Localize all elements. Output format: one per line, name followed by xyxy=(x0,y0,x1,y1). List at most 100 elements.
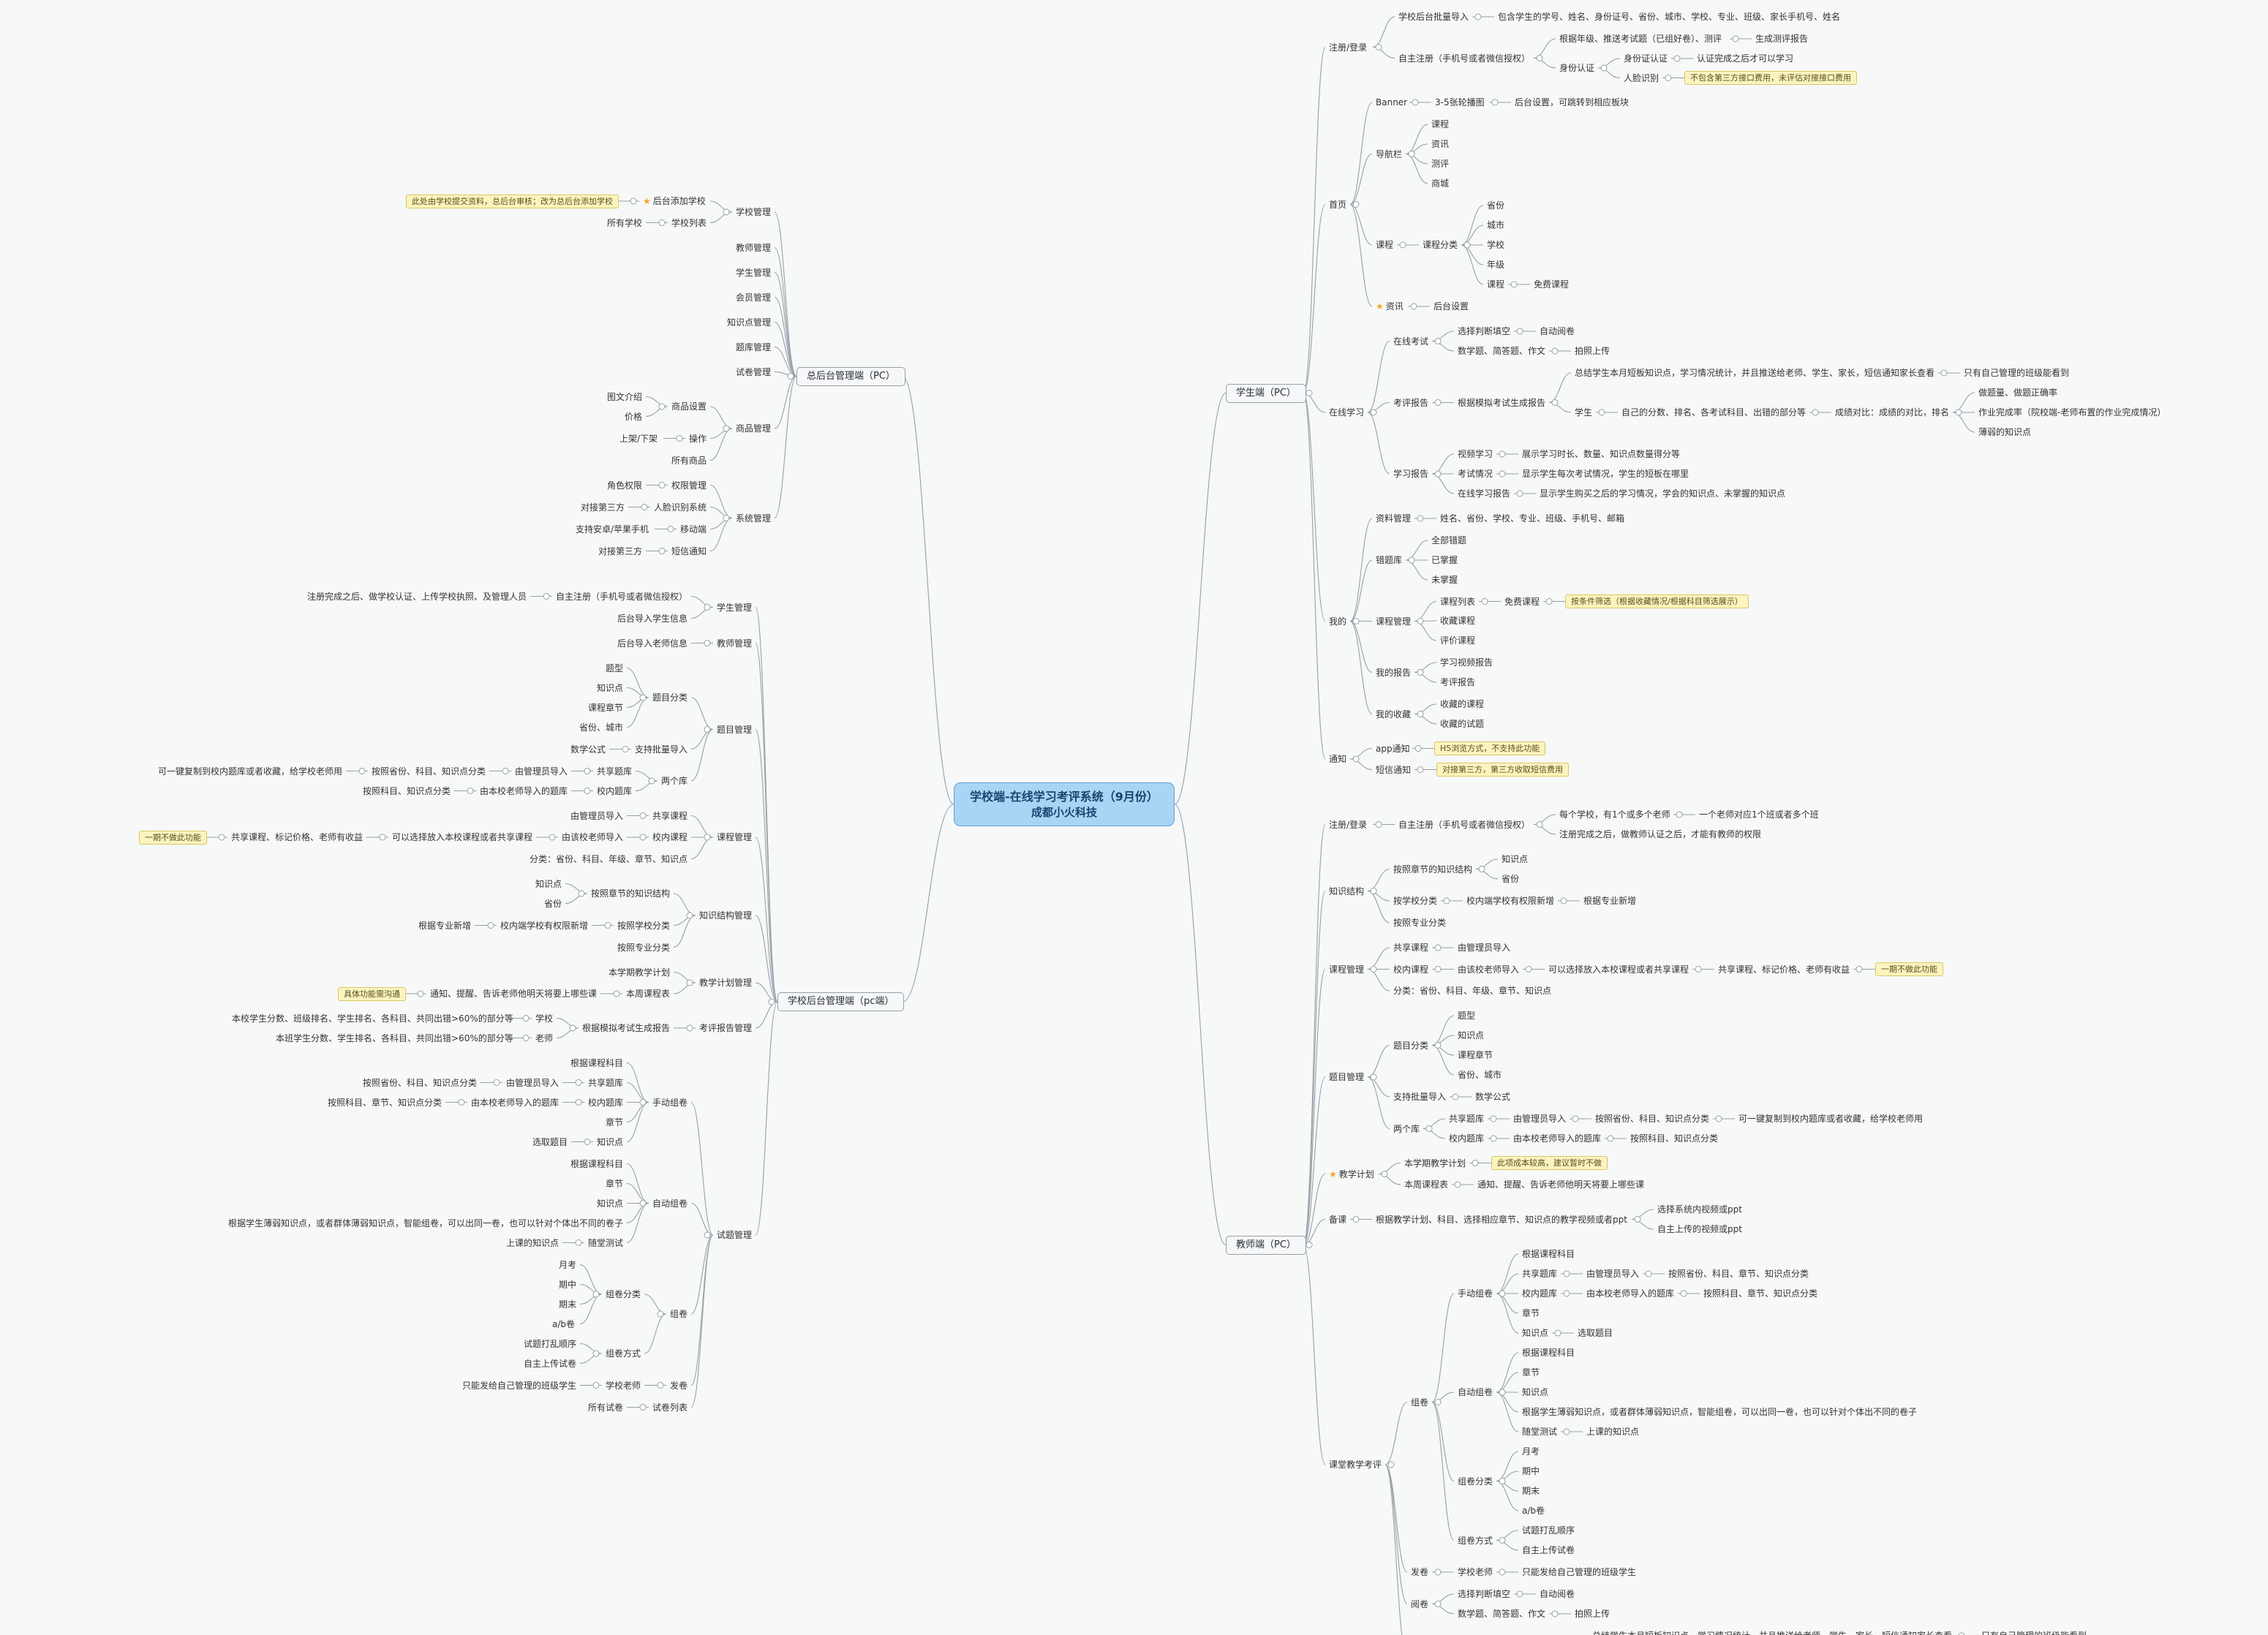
subtopic[interactable]: 知识点 xyxy=(1518,1385,1552,1400)
note-topic[interactable]: 一期不做此功能 xyxy=(1875,962,1943,976)
collapse-toggle-icon[interactable] xyxy=(1306,1242,1313,1248)
subtopic[interactable]: 根据专业新增 xyxy=(415,918,475,933)
subtopic[interactable]: 做题量、做题正确率 xyxy=(1975,385,2061,400)
collapse-toggle-icon[interactable] xyxy=(1408,556,1415,564)
collapse-toggle-icon[interactable] xyxy=(1434,470,1442,477)
subtopic[interactable]: 课程列表 xyxy=(1436,594,1479,609)
subtopic[interactable]: 章节 xyxy=(602,1115,627,1130)
subtopic[interactable]: a/b卷 xyxy=(1518,1503,1548,1518)
subtopic[interactable]: 省份 xyxy=(540,896,565,911)
collapse-toggle-icon[interactable] xyxy=(584,768,591,774)
collapse-toggle-icon[interactable] xyxy=(639,1200,647,1207)
subtopic[interactable]: 对接第三方 xyxy=(577,500,628,515)
subtopic[interactable]: 数学题、简答题、作文 xyxy=(1454,344,1549,358)
subtopic[interactable]: 支持安卓/苹果手机 xyxy=(572,522,652,537)
subtopic[interactable]: 校内端学校有权限新增 xyxy=(1463,894,1558,908)
subtopic[interactable]: 考评报告 xyxy=(1436,675,1479,690)
subtopic[interactable]: 显示学生购买之后的学习情况，学会的知识点、未掌握的知识点 xyxy=(1536,486,1789,501)
subtopic[interactable]: 在线学习 xyxy=(1325,405,1368,420)
collapse-toggle-icon[interactable] xyxy=(1381,1171,1388,1177)
collapse-toggle-icon[interactable] xyxy=(723,515,730,521)
subtopic[interactable]: 选择判断填空 xyxy=(1454,1587,1514,1601)
collapse-toggle-icon[interactable] xyxy=(417,990,424,997)
subtopic[interactable]: 省份、城市 xyxy=(576,720,627,735)
collapse-toggle-icon[interactable] xyxy=(493,1079,500,1086)
collapse-toggle-icon[interactable] xyxy=(458,1099,465,1106)
collapse-toggle-icon[interactable] xyxy=(1474,13,1482,20)
subtopic[interactable]: 数学公式 xyxy=(1472,1090,1514,1104)
subtopic[interactable]: 试卷列表 xyxy=(649,1400,691,1415)
subtopic[interactable]: 身份证认证 xyxy=(1620,51,1671,66)
subtopic[interactable]: 老师 xyxy=(532,1031,557,1046)
subtopic[interactable]: 本校学生分数、班级排名、学生排名、各科目、共同出错>60%的部分等 xyxy=(228,1011,517,1026)
subtopic[interactable]: 根据课程科目 xyxy=(1518,1247,1578,1261)
collapse-toggle-icon[interactable] xyxy=(1607,1135,1614,1142)
collapse-toggle-icon[interactable] xyxy=(1499,1290,1506,1297)
subtopic[interactable]: 每个学校，有1个或多个老师 xyxy=(1556,807,1674,822)
collapse-toggle-icon[interactable] xyxy=(1370,888,1377,894)
subtopic[interactable]: 分类：省份、科目、年级、章节、知识点 xyxy=(526,852,691,866)
collapse-toggle-icon[interactable] xyxy=(787,373,794,380)
collapse-toggle-icon[interactable] xyxy=(487,922,494,929)
subtopic[interactable]: 校内课程 xyxy=(1390,962,1432,977)
collapse-toggle-icon[interactable] xyxy=(704,1231,711,1239)
collapse-toggle-icon[interactable] xyxy=(1525,966,1532,973)
collapse-toggle-icon[interactable] xyxy=(1425,1125,1433,1132)
note-topic[interactable]: 此处由学校提交资料，总后台审核；改为总后台添加学校 xyxy=(406,195,619,208)
subtopic[interactable]: 自己的分数、排名、各考试科目、出错的部分等 xyxy=(1618,405,1809,420)
subtopic[interactable]: 显示学生每次考试情况，学生的短板在哪里 xyxy=(1518,467,1692,481)
collapse-toggle-icon[interactable] xyxy=(575,1099,582,1106)
collapse-toggle-icon[interactable] xyxy=(584,1139,591,1145)
subtopic[interactable]: 课程管理 xyxy=(1325,962,1368,977)
subtopic[interactable]: 校内端学校有权限新增 xyxy=(497,918,592,933)
collapse-toggle-icon[interactable] xyxy=(1499,470,1506,477)
subtopic[interactable]: 校内题库 xyxy=(593,784,636,798)
subtopic[interactable]: 后台设置 xyxy=(1430,299,1472,314)
subtopic[interactable]: 学习报告 xyxy=(1390,467,1432,481)
collapse-toggle-icon[interactable] xyxy=(1463,241,1471,249)
subtopic[interactable]: 本周课程表 xyxy=(622,986,674,1001)
collapse-toggle-icon[interactable] xyxy=(1443,897,1450,905)
subtopic[interactable]: 可一键复制到校内题库或者收藏，给学校老师用 xyxy=(154,764,346,779)
collapse-toggle-icon[interactable] xyxy=(1434,944,1442,951)
collapse-toggle-icon[interactable] xyxy=(1499,1568,1506,1576)
collapse-toggle-icon[interactable] xyxy=(549,834,556,841)
subtopic[interactable]: 由管理员导入 xyxy=(1583,1266,1643,1281)
subtopic[interactable]: 共享课程、标记价格、老师有收益 xyxy=(1714,962,1853,977)
subtopic[interactable]: 试题打乱顺序 xyxy=(520,1337,580,1351)
subtopic[interactable]: 认证完成之后才可以学习 xyxy=(1693,51,1797,66)
subtopic[interactable]: 两个库 xyxy=(658,774,691,788)
subtopic[interactable]: 校内题库 xyxy=(1445,1131,1488,1146)
collapse-toggle-icon[interactable] xyxy=(1695,966,1702,973)
subtopic[interactable]: 本学期教学计划 xyxy=(605,965,674,980)
subtopic[interactable]: 按照科目、章节、知识点分类 xyxy=(324,1095,445,1110)
subtopic[interactable]: 根据教学计划、科目、选择相应章节、知识点的教学视频或者ppt xyxy=(1372,1212,1631,1227)
collapse-toggle-icon[interactable] xyxy=(575,1079,582,1086)
subtopic[interactable]: 薄弱的知识点 xyxy=(1975,425,2035,439)
subtopic[interactable]: 由本校老师导入的题库 xyxy=(476,784,571,798)
subtopic[interactable]: 我的报告 xyxy=(1372,665,1414,680)
collapse-toggle-icon[interactable] xyxy=(1598,409,1605,416)
collapse-toggle-icon[interactable] xyxy=(639,812,647,819)
collapse-toggle-icon[interactable] xyxy=(1600,64,1608,72)
subtopic[interactable]: 校内题库 xyxy=(1518,1286,1561,1301)
subtopic[interactable]: 课程章节 xyxy=(1454,1048,1496,1062)
subtopic[interactable]: 课程管理 xyxy=(1372,614,1414,629)
collapse-toggle-icon[interactable] xyxy=(1490,1135,1497,1142)
subtopic[interactable]: 商城 xyxy=(1428,176,1453,191)
subtopic[interactable]: 知识点 xyxy=(532,877,565,891)
subtopic[interactable]: 考评报告管理 xyxy=(696,1021,756,1035)
subtopic[interactable]: 按照科目、知识点分类 xyxy=(1627,1131,1722,1146)
collapse-toggle-icon[interactable] xyxy=(1554,1329,1561,1337)
subtopic[interactable]: 共享题库 xyxy=(584,1076,627,1090)
collapse-toggle-icon[interactable] xyxy=(592,1382,600,1389)
collapse-toggle-icon[interactable] xyxy=(592,1350,600,1357)
collapse-toggle-icon[interactable] xyxy=(358,768,366,774)
subtopic[interactable]: 知识点 xyxy=(1498,852,1532,866)
subtopic[interactable]: 课程 xyxy=(1483,277,1508,292)
subtopic[interactable]: 知识点 xyxy=(593,1196,627,1211)
subtopic[interactable]: 数学公式 xyxy=(567,742,609,757)
collapse-toggle-icon[interactable] xyxy=(1414,745,1422,752)
subtopic[interactable]: 自主注册（手机号或者微信授权） xyxy=(1395,51,1534,66)
